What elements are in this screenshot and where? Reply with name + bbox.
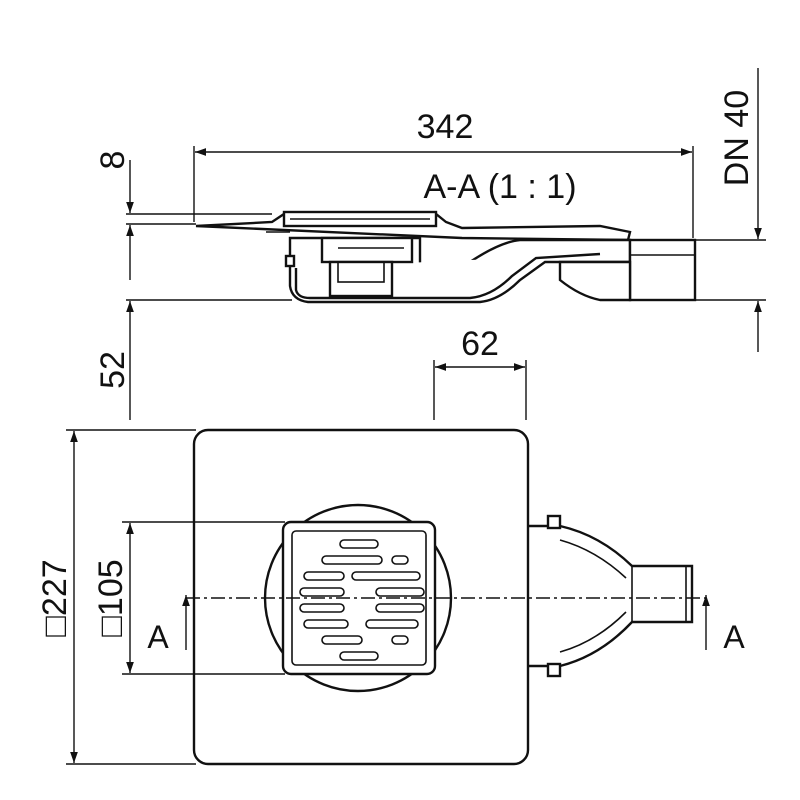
- dim-342-label: 342: [417, 108, 474, 146]
- dim-52-label: 52: [94, 351, 132, 389]
- section-view: 342 A-A (1 : 1) 8 52 DN 40 62: [94, 68, 766, 420]
- section-mark-right: A: [723, 619, 745, 655]
- outlet-pipe-section: [628, 238, 697, 302]
- dim-105-label: □105: [92, 559, 130, 636]
- grate-slots: [299, 539, 425, 661]
- dim-62-label: 62: [461, 325, 499, 363]
- plan-view: A A □227 □105: [36, 428, 745, 766]
- section-mark-left: A: [147, 619, 169, 655]
- outlet-spigot: [524, 524, 694, 668]
- dim-dn40-label: DN 40: [718, 90, 756, 186]
- section-title: A-A (1 : 1): [423, 168, 576, 206]
- dim-8-label: 8: [94, 151, 132, 170]
- trap-insert: [320, 236, 414, 264]
- dim-227-label: □227: [36, 559, 74, 636]
